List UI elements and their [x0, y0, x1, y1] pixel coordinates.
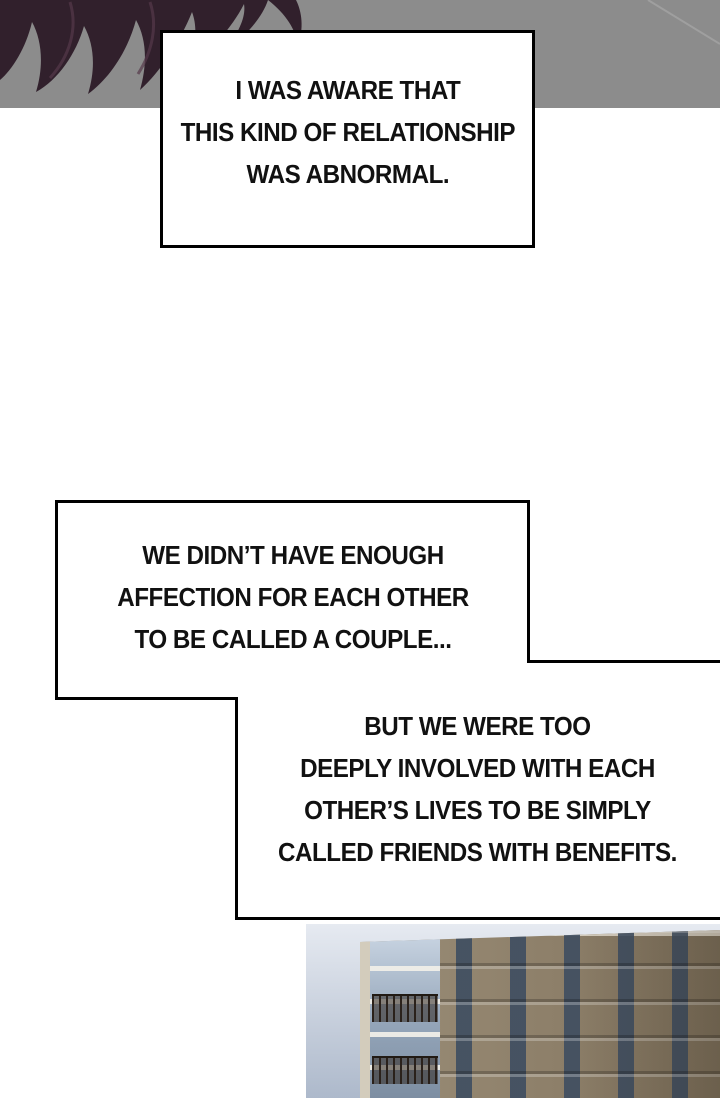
- building-edge-pier: [360, 938, 370, 1098]
- balcony-railing: [372, 994, 438, 1022]
- caption-2-text: WE DIDN’T HAVE ENOUGH AFFECTION FOR EACH…: [117, 534, 469, 660]
- bottom-panel: [306, 924, 720, 1098]
- apartment-building: [360, 930, 720, 1098]
- building-shading: [360, 930, 720, 1098]
- balcony-railing: [372, 1056, 438, 1084]
- hair-strands: [0, 0, 268, 94]
- hair-wisp: [268, 0, 302, 46]
- caption-1-text: I WAS AWARE THAT THIS KIND OF RELATIONSH…: [180, 69, 515, 195]
- caption-text-line: THIS KIND OF RELATIONSHIP: [180, 116, 515, 147]
- background-diagonal-line: [647, 0, 720, 45]
- hair-highlight: [48, 1, 156, 80]
- caption-box-2: WE DIDN’T HAVE ENOUGH AFFECTION FOR EACH…: [55, 500, 531, 700]
- caption-text-line: BUT WE WERE TOO: [364, 711, 591, 741]
- caption-text-line: CALLED FRIENDS WITH BENEFITS.: [278, 837, 677, 867]
- caption-box-1: I WAS AWARE THAT THIS KIND OF RELATIONSH…: [160, 30, 535, 247]
- caption-text-line: DEEPLY INVOLVED WITH EACH: [300, 753, 655, 783]
- caption-text-line: WAS ABNORMAL.: [246, 158, 449, 189]
- caption-3-text: BUT WE WERE TOO DEEPLY INVOLVED WITH EAC…: [278, 705, 677, 873]
- caption-text-line: WE DIDN’T HAVE ENOUGH: [142, 540, 444, 570]
- caption-box-3: BUT WE WERE TOO DEEPLY INVOLVED WITH EAC…: [235, 660, 720, 918]
- caption-text-line: I WAS AWARE THAT: [235, 74, 460, 105]
- glass-balcony-facade: [370, 938, 440, 1098]
- character-hair-art: [0, 0, 720, 94]
- caption-text-line: TO BE CALLED A COUPLE...: [134, 624, 452, 654]
- building-facade-windows: [440, 930, 720, 1098]
- caption-text-line: AFFECTION FOR EACH OTHER: [117, 582, 469, 612]
- caption-text-line: OTHER’S LIVES TO BE SIMPLY: [304, 795, 651, 825]
